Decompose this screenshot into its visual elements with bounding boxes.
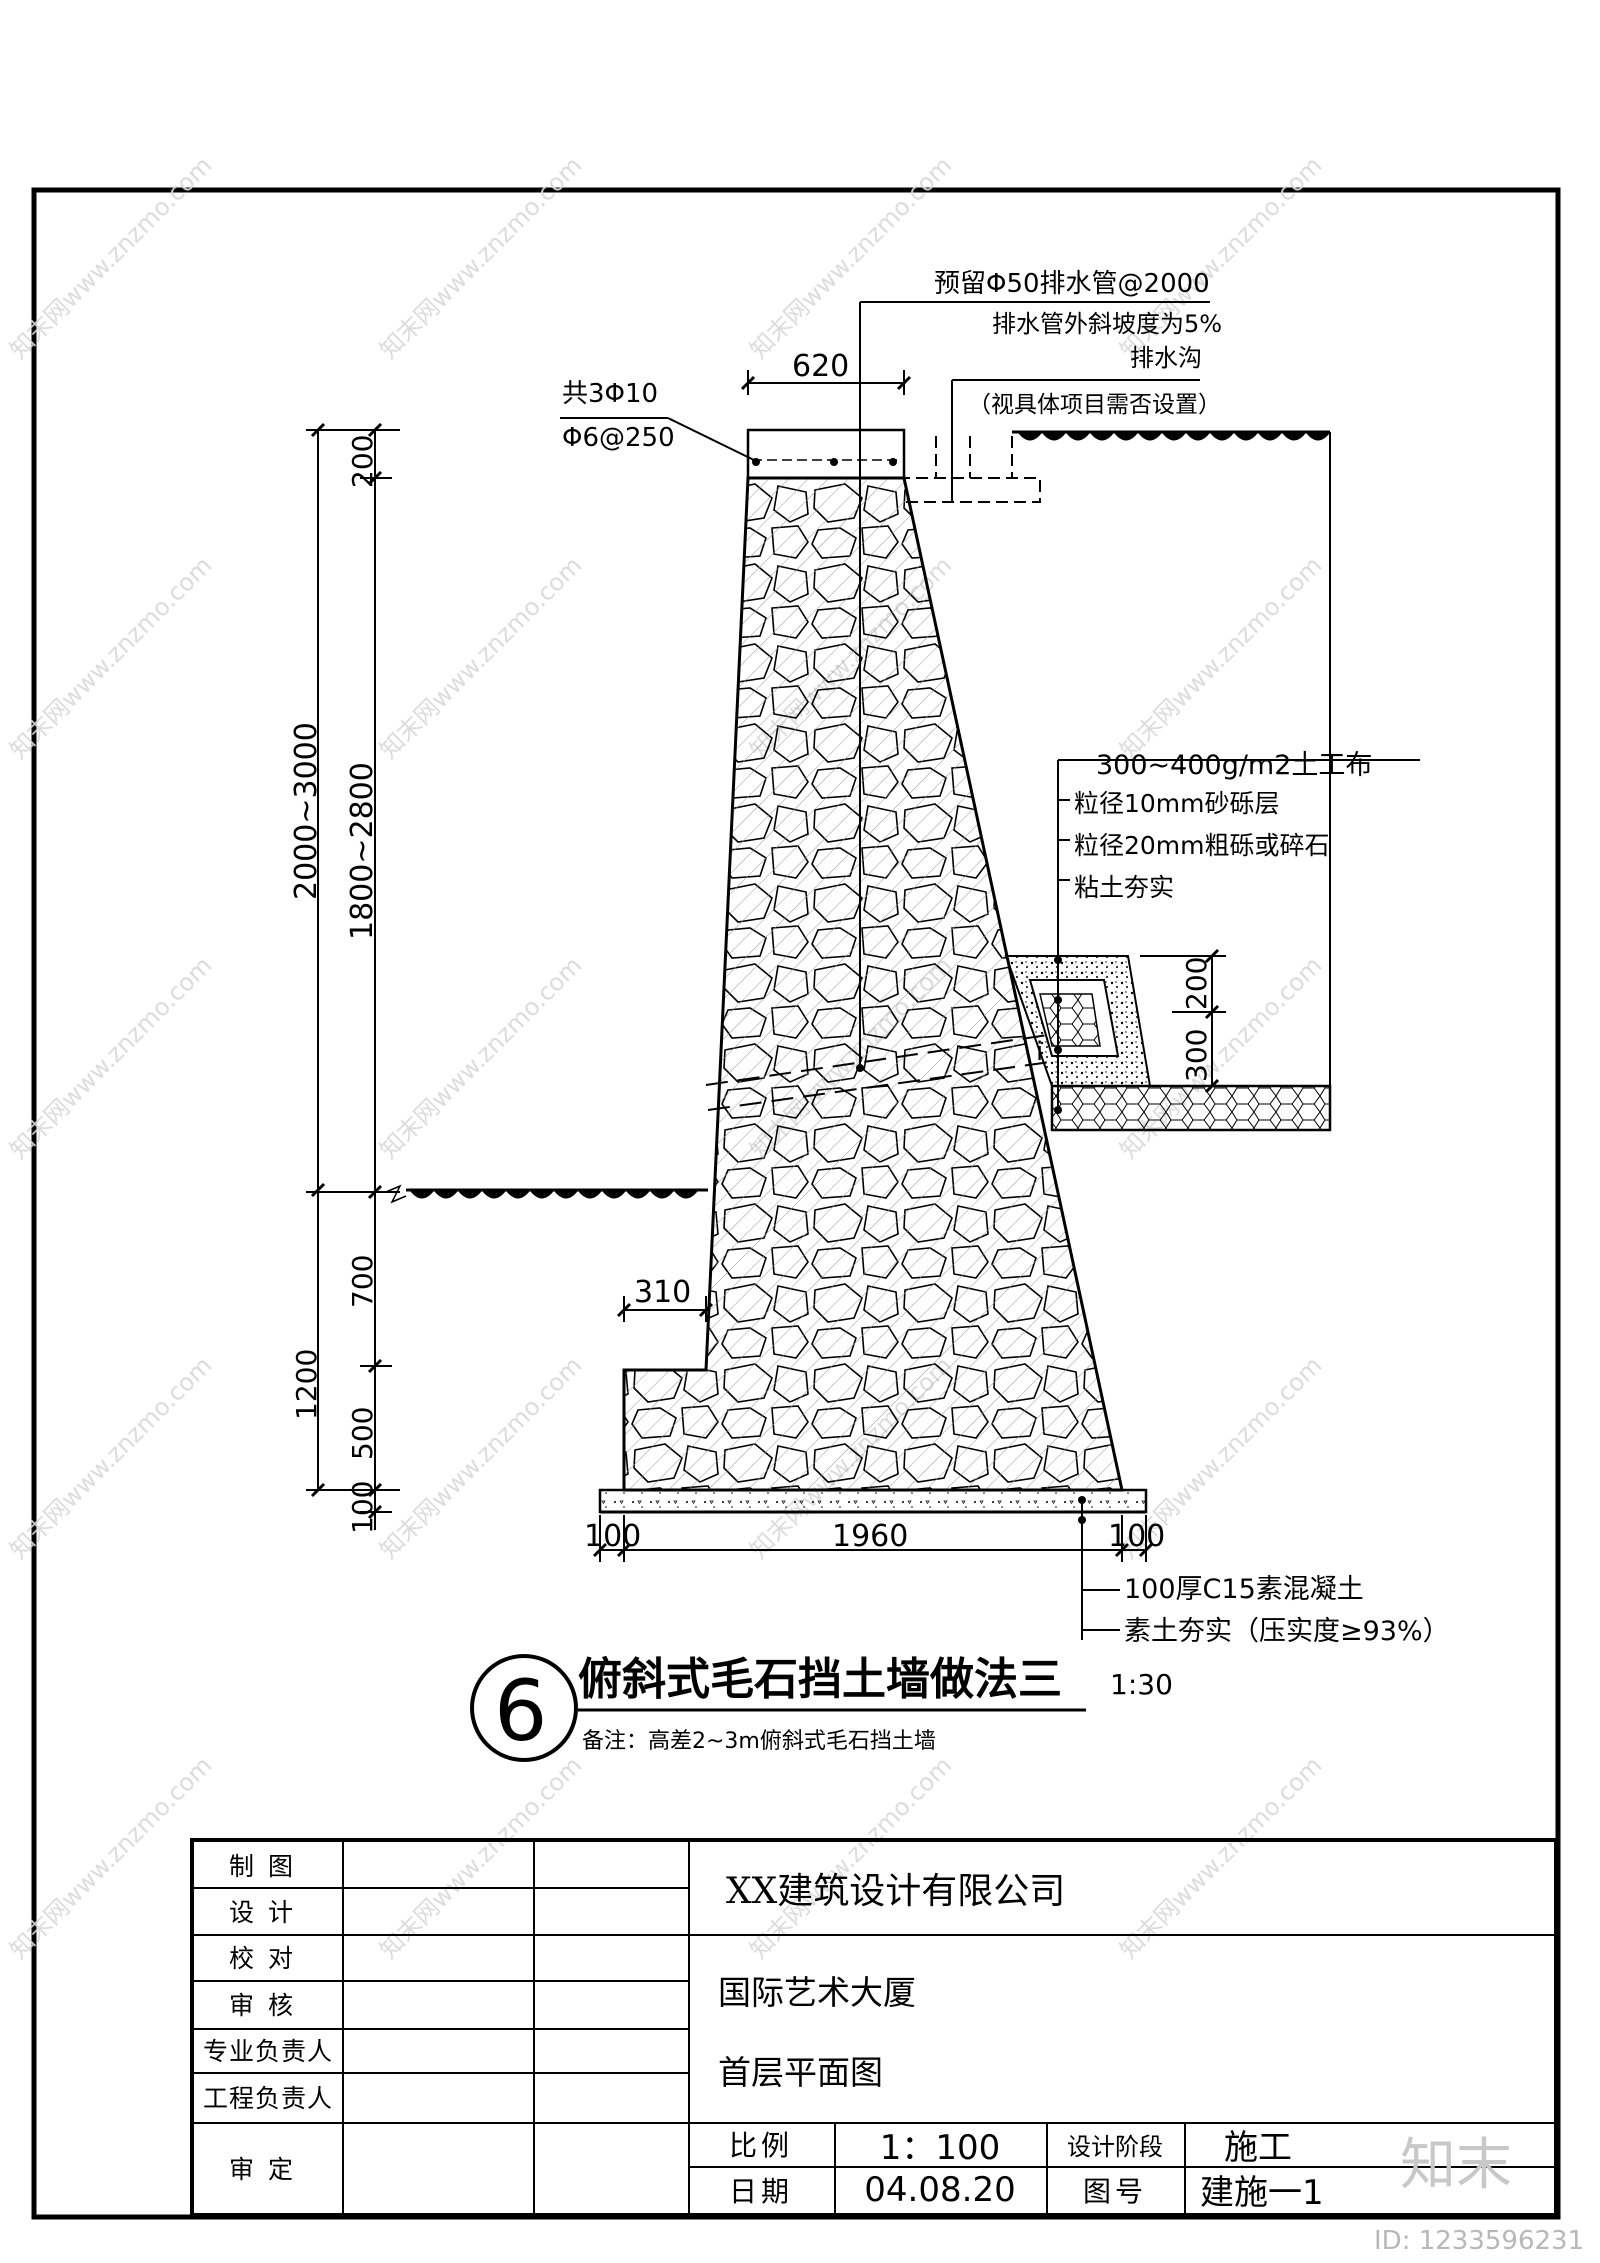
stage-label: 设计阶段 [1067, 2132, 1163, 2161]
rebar-note-1: 共3Φ10 [562, 379, 658, 409]
detail-number-circle [470, 1654, 578, 1762]
watermark-text: 知末网www.znzmo.com [374, 151, 587, 364]
concrete-base [598, 1488, 1148, 1514]
rebar-dot [889, 458, 897, 466]
role-review: 审核 [228, 1991, 307, 2020]
watermark-text: 知末网www.znzmo.com [1114, 951, 1327, 1164]
scale-label: 比例 [728, 2129, 793, 2162]
watermark-logo: 知末 [1400, 2133, 1512, 2198]
dim-700: 700 [346, 1255, 379, 1308]
base-note-2: 素土夯实（压实度≥93%） [1124, 1616, 1450, 1647]
role-project: 工程负责人 [202, 2084, 333, 2113]
sheet-no-label: 图号 [1082, 2174, 1147, 2208]
role-approve: 审定 [228, 2154, 307, 2184]
layer-4-label: 粘土夯实 [1074, 873, 1174, 902]
project-name: 国际艺术大厦 [718, 1973, 916, 2012]
dim-base-left: 100 [584, 1519, 641, 1554]
sheet-no-value: 建施一1 [1200, 2173, 1324, 2213]
wall-cap [746, 428, 906, 480]
dim-drain-300: 300 [1180, 1029, 1213, 1082]
base-note-1: 100厚C15素混凝土 [1124, 1574, 1364, 1605]
sheet-border [31, 187, 1561, 2220]
date-label: 日期 [728, 2174, 793, 2208]
pipe-note-2: 排水管外斜坡度为5% [992, 310, 1222, 338]
leader-dots [856, 956, 1086, 1524]
role-draw: 制图 [228, 1851, 307, 1881]
dim-base-right: 100 [1108, 1519, 1165, 1554]
company-name: XX建筑设计有限公司 [726, 1871, 1066, 1912]
watermark-text: 知末网www.znzmo.com [374, 551, 587, 764]
title-block: 制图 设计 校对 审核 专业负责人 工程负责人 审定 XX建筑设计有限公司 国际… [190, 1838, 1558, 2217]
rebar-dot [830, 458, 838, 466]
ditch-note-1: 排水沟 [1130, 344, 1202, 372]
dim-base: 1960 [832, 1519, 908, 1554]
watermark-text: 知末网www.znzmo.com [374, 951, 587, 1164]
watermark-text: 知末网www.znzmo.com [374, 1351, 587, 1564]
drain-pipe-top [705, 1034, 1049, 1086]
dim-total-height: 2000~3000 [289, 722, 324, 900]
dim-cap: 200 [346, 435, 379, 488]
dim-500: 500 [346, 1407, 379, 1460]
watermark-text: 知末网www.znzmo.com [744, 151, 957, 364]
layer-1-label: 300~400g/m2土工布 [1096, 750, 1372, 781]
drain-pipe-bottom [707, 1061, 1051, 1111]
dim-wall-height: 1800~2800 [345, 762, 380, 940]
role-check: 校对 [228, 1944, 307, 1973]
dim-top-width: 620 [792, 349, 849, 384]
wall-section [598, 428, 1148, 1514]
dim-drain-200: 200 [1180, 957, 1213, 1010]
role-specialty: 专业负责人 [202, 2037, 333, 2066]
date-value: 04.08.20 [864, 2169, 1016, 2210]
drain-ditch [903, 436, 1041, 503]
watermark-id: ID: 1233596231 [1374, 2226, 1585, 2256]
dim-step: 310 [634, 1275, 691, 1310]
backfill-base [1050, 1084, 1332, 1132]
ground-lines [406, 430, 1332, 1199]
rebar-note-2: Φ6@250 [562, 423, 675, 453]
detail-remark: 备注：高差2~3m俯斜式毛石挡土墙 [582, 1729, 936, 1754]
slope-symbol: i [1036, 1037, 1043, 1067]
detail-number: 6 [494, 1662, 547, 1760]
dim-1200: 1200 [290, 1349, 323, 1420]
layer-2-label: 粒径10mm砂砾层 [1074, 789, 1280, 818]
stage-value: 施工 [1224, 2127, 1292, 2168]
detail-scale: 1:30 [1110, 1668, 1173, 1701]
detail-title: 俯斜式毛石挡土墙做法三 [578, 1654, 1062, 1705]
dimension-lines [306, 370, 1226, 1562]
sheet-title: 首层平面图 [718, 2053, 883, 2092]
dim-100-vertical: 100 [346, 1481, 379, 1534]
layer-3-label: 粒径20mm粗砾或碎石 [1074, 831, 1330, 860]
pipe-note-1: 预留Φ50排水管@2000 [934, 269, 1210, 299]
role-design: 设计 [228, 1897, 307, 1927]
detail-title-group: 6 俯斜式毛石挡土墙做法三 1:30 备注：高差2~3m俯斜式毛石挡土墙 [470, 1654, 1173, 1762]
watermark-text: 知末网www.znzmo.com [1114, 551, 1327, 764]
ditch-note-2: （视具体项目需否设置） [968, 392, 1221, 418]
scale-value: 1：100 [879, 2127, 1001, 2168]
